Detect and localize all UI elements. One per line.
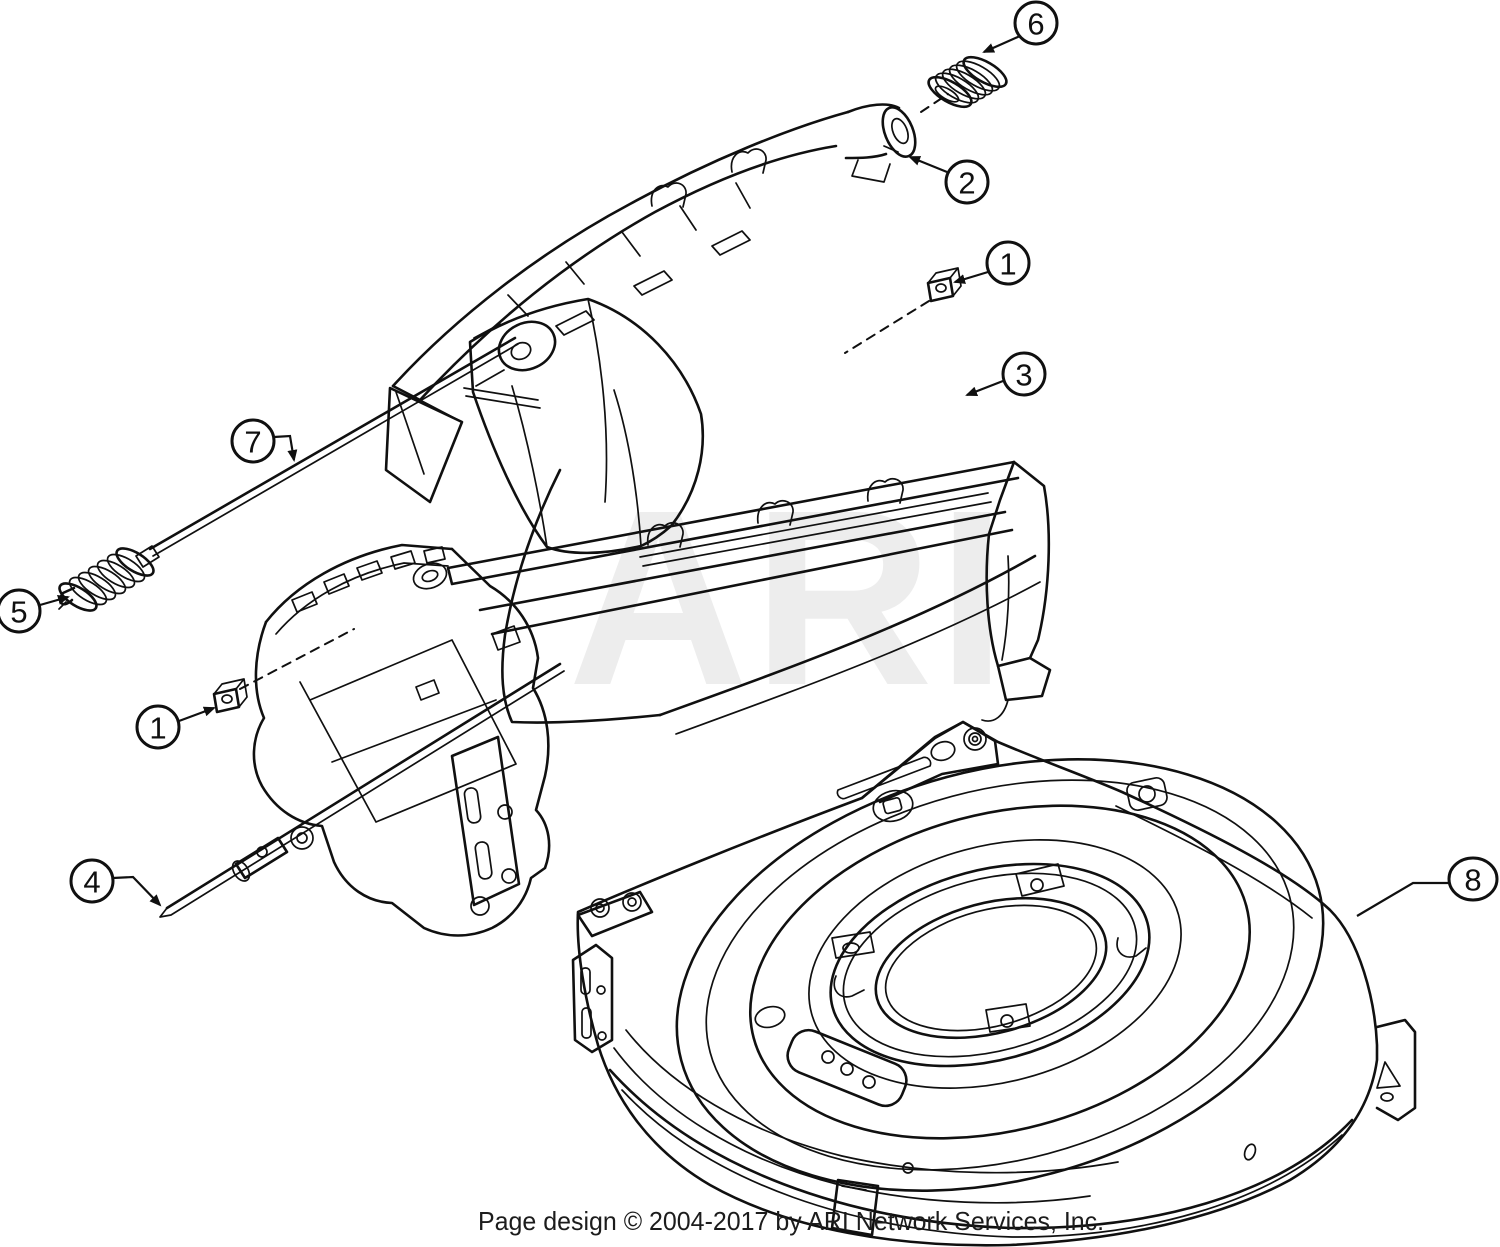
part-rod bbox=[159, 662, 565, 918]
callout-label: 7 bbox=[244, 425, 261, 460]
callout-label: 4 bbox=[83, 865, 100, 900]
page-design-credit: Page design © 2004-2017 by ARI Network S… bbox=[478, 1206, 1105, 1236]
part-nut-left bbox=[212, 628, 355, 714]
callout-label: 8 bbox=[1464, 863, 1481, 898]
callout-2[interactable]: 2 bbox=[908, 155, 990, 205]
part-spring bbox=[58, 547, 155, 612]
callout-label: 5 bbox=[10, 595, 27, 630]
part-deck-housing bbox=[571, 720, 1417, 1247]
callout-label: 2 bbox=[958, 166, 975, 201]
callout-label: 1 bbox=[149, 711, 166, 746]
callout-8[interactable]: 8 bbox=[1356, 856, 1499, 917]
part-threaded-insert bbox=[920, 55, 1008, 113]
part-control-cable bbox=[135, 336, 519, 568]
callout-label: 3 bbox=[1015, 358, 1032, 393]
callout-3[interactable]: 3 bbox=[965, 351, 1047, 397]
part-nut-right bbox=[844, 267, 962, 354]
callout-1-left[interactable]: 1 bbox=[135, 704, 216, 750]
ari-watermark: ARI bbox=[568, 458, 1011, 737]
callout-6[interactable]: 6 bbox=[982, 0, 1059, 54]
part-upper-cover bbox=[384, 103, 917, 555]
axis-dash-line bbox=[844, 300, 930, 354]
callout-5[interactable]: 5 bbox=[0, 588, 70, 634]
part-bracket-assembly bbox=[252, 543, 551, 937]
axis-dash-line bbox=[239, 628, 355, 690]
part-rear-housing bbox=[446, 460, 1052, 735]
callout-label: 1 bbox=[999, 247, 1016, 282]
callout-7[interactable]: 7 bbox=[230, 418, 298, 464]
axis-dash-line bbox=[920, 93, 949, 113]
callout-1-right[interactable]: 1 bbox=[953, 240, 1031, 286]
callout-4[interactable]: 4 bbox=[69, 858, 162, 907]
callout-label: 6 bbox=[1027, 7, 1044, 42]
